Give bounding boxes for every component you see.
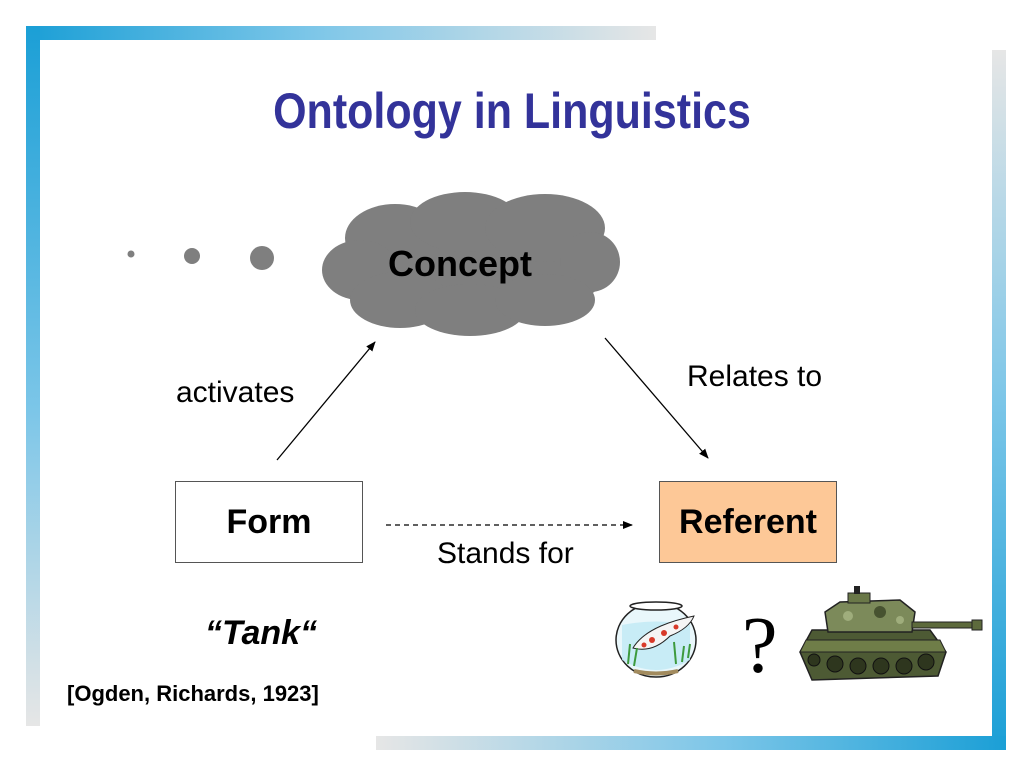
citation: [Ogden, Richards, 1923] <box>67 681 319 706</box>
tank-icon <box>799 586 983 681</box>
referent-box: Referent <box>659 481 837 563</box>
relates-to-label: Relates to <box>687 360 823 393</box>
question-mark: ? <box>742 602 778 690</box>
fishbowl-icon <box>615 601 697 678</box>
relates-to-arrow <box>604 337 709 459</box>
slide-frame-top <box>26 26 656 40</box>
form-label: Form <box>226 502 312 541</box>
thought-dot-large <box>250 246 274 270</box>
activates-arrow <box>276 341 376 461</box>
activates-label: activates <box>176 376 295 409</box>
concept-cloud <box>322 192 620 336</box>
concept-label: Concept <box>388 243 532 284</box>
thought-dot-small <box>127 250 135 258</box>
form-box: Form <box>175 481 363 563</box>
thought-dot-medium <box>184 248 200 264</box>
slide-frame-left <box>26 26 40 726</box>
stands-for-label: Stands for <box>437 537 574 570</box>
slide-frame-bottom <box>376 736 1006 750</box>
slide-frame-right <box>992 50 1006 750</box>
referent-label: Referent <box>679 502 817 541</box>
slide-title: Ontology in Linguistics <box>273 83 751 139</box>
example-word: “Tank“ <box>205 614 318 652</box>
